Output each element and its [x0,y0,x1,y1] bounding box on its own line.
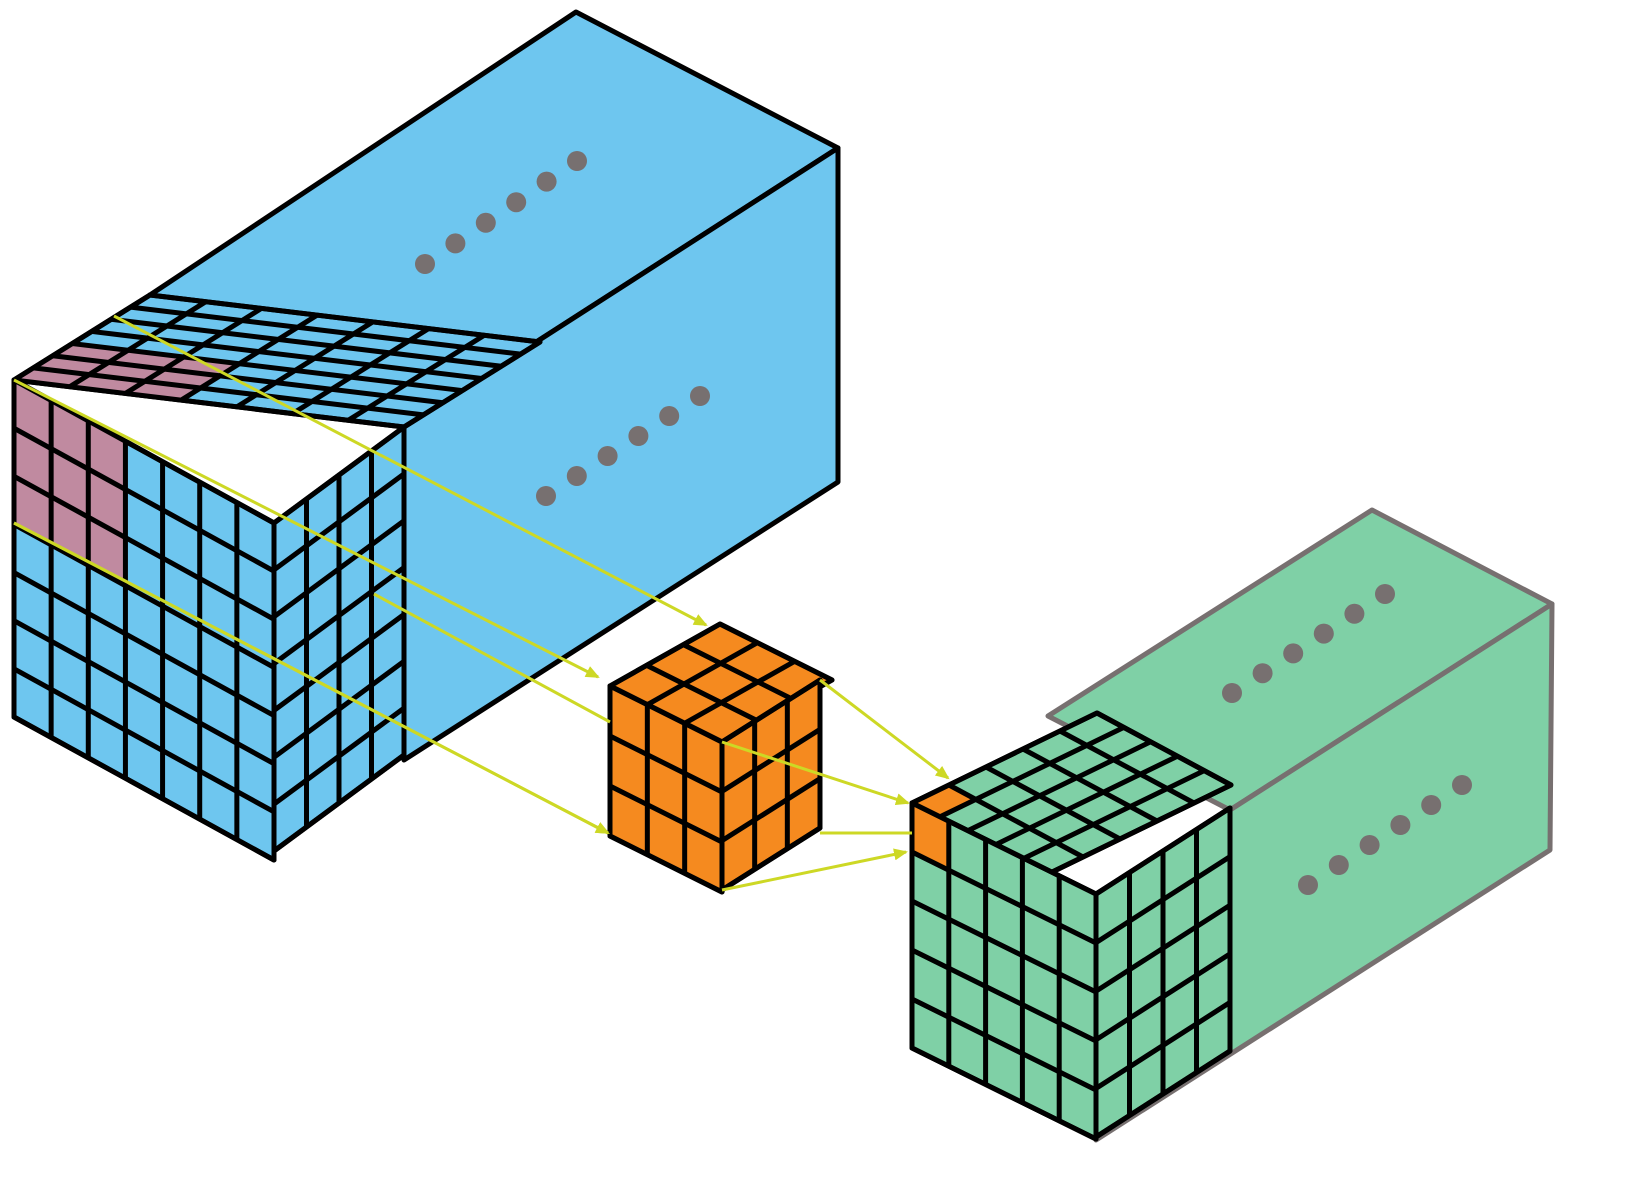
output-dot-side [1359,835,1380,855]
input-cube-side-gridline [272,612,406,713]
input-dot-side [628,426,649,446]
kernel-side-gridline [720,776,822,843]
output-dot-side [1328,855,1349,875]
input-cube-top-outline [11,292,543,430]
output-cube-side [1093,805,1233,1140]
output-dot-side [1298,875,1318,895]
input-cube-front-highlight [14,380,126,586]
input-cube-top-gridline [130,304,521,357]
output-volume [909,507,1555,1143]
input-cube-top [11,292,543,430]
output-cube-side-gridline [1094,903,1232,994]
kernel-top-gridline [683,659,796,726]
input-cube-side-gridline [272,565,406,666]
output-cube-front-gridline [910,898,1098,995]
input-cube-top-gridline [33,365,424,418]
output-cube-side-gridline [1094,951,1232,1042]
output-cube-top-gridline [1021,746,1159,824]
input-dot-top [415,254,435,274]
output-cube-front-gridline [910,996,1098,1093]
output-cube-top-gridline [964,739,1152,835]
input-cube-top-gridline [110,316,502,369]
input-cube-front-gridline [12,618,276,766]
output-dot-top [1344,603,1365,624]
arrow-line [373,592,611,724]
input-cube-front-gridline [12,425,276,574]
kernel-top-gridline [682,642,797,703]
output-dot-side [1390,815,1411,835]
arrow-line [721,740,910,805]
output-cube-side-outline [1093,805,1233,1140]
input-cube-side-outline [271,424,407,854]
input-dot-top [536,171,557,192]
kernel-side-gridline [720,727,822,794]
output-dot-top [1313,623,1334,644]
input-cube-front [11,377,277,863]
output-dot-top [1375,584,1395,604]
output-cube-side-gridline [1094,1000,1232,1091]
arrow-line [13,521,610,835]
kernel-side-outline [719,677,823,893]
output-cube-top-gridline [1018,768,1206,863]
output-cube-top-gridline [937,725,1125,820]
input-cube-side [271,424,407,854]
arrow-line [13,378,600,679]
input-dot-top [506,192,527,213]
output-cube-top-gridline [991,753,1179,849]
input-cube-front-gridline [12,522,276,670]
output-cube-front-highlight [912,803,949,871]
kernel-cube [607,621,835,895]
output-cube-front [909,800,1099,1142]
output-cube-top-gridline [1058,728,1196,806]
input-cube-side-gridline [272,706,406,807]
output-cube-front-gridline [910,947,1098,1044]
input-cube-front-gridline [12,570,276,718]
input-cube-front-gridline [12,474,276,622]
output-cube-top-gridline [947,782,1085,860]
input-volume [11,9,841,863]
input-dot-side [690,386,710,406]
input-dot-top [567,151,587,171]
arrow-line [113,314,708,627]
arrow-line [721,848,908,892]
output-dot-top [1252,663,1273,684]
input-cube-side-gridline [272,471,406,572]
input-cube-front-gridline [12,666,276,815]
input-cube-side-gridline [272,518,406,619]
kernel-top-gridline [645,663,760,724]
output-dot-side [1421,795,1442,815]
input-dot-side [659,406,680,426]
input-cube-side-gridline [272,659,406,760]
kernel-side [719,677,823,893]
output-dot-side [1452,775,1472,795]
input-dot-top [475,212,496,233]
input-dot-side [597,446,618,466]
input-dot-top [445,233,466,254]
mapping-arrows [13,314,950,892]
output-cube-top-gridline [984,764,1122,842]
input-cube-top-gridline [52,353,444,406]
input-dot-side [536,486,556,506]
output-cube-side-gridline [1094,854,1232,945]
input-cube-front-outline [11,377,277,863]
input-dot-side [566,466,587,486]
output-dot-top [1222,683,1242,703]
kernel-front-gridline [608,783,724,845]
kernel-front-gridline [608,733,724,795]
output-dot-top [1283,643,1304,664]
kernel-top-gridline [646,640,759,707]
arrow-line [819,678,950,780]
input-cube-top-gridline [71,341,463,394]
output-cube-front-gridline [910,849,1098,946]
